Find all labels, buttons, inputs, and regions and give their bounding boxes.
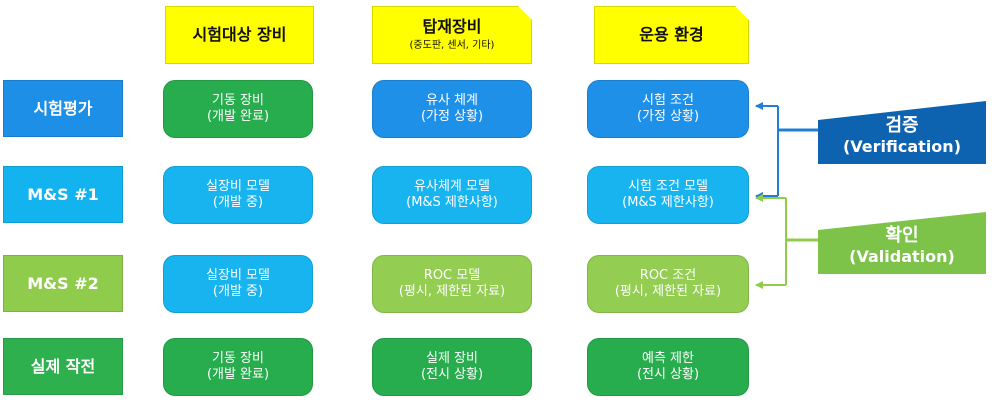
cell-real-ops-env: 예측 제한 (전시 상황) (587, 338, 749, 396)
header-onboard-equipment-sub: (중도판, 센서, 기타) (409, 40, 495, 52)
header-operating-env-title: 운용 환경 (639, 25, 704, 44)
row-label-real-ops-text: 실제 작전 (30, 356, 96, 376)
verification-connector (755, 102, 818, 200)
verification-shape (818, 101, 986, 164)
header-test-equipment-title: 시험대상 장비 (192, 25, 287, 44)
row-label-real-ops: 실제 작전 (3, 338, 123, 395)
cell-ms2-env: ROC 조건 (평시, 제한된 자료) (587, 255, 749, 313)
cell-text-line2: (가정 상황) (420, 109, 484, 124)
cell-ms1-env: 시험 조건 모델 (M&S 제한사항) (587, 166, 749, 224)
cell-text-line2: (M&S 제한사항) (406, 195, 498, 210)
cell-text-line1: ROC 조건 (639, 267, 697, 283)
cell-ms2-equipment: 실장비 모델 (개발 중) (163, 255, 313, 313)
verification-title: 검증 (885, 114, 919, 136)
header-onboard-equipment-title: 탑재장비 (422, 17, 482, 37)
cell-text-line2: (평시, 제한된 자료) (614, 284, 722, 299)
validation-connector (755, 194, 818, 289)
cell-test-eval-env: 시험 조건 (가정 상황) (587, 80, 749, 138)
cell-test-eval-equipment: 기동 장비 (개발 완료) (163, 80, 313, 138)
header-test-equipment: 시험대상 장비 (165, 6, 314, 64)
cell-ms1-equipment: 실장비 모델 (개발 중) (163, 166, 313, 224)
row-label-ms2-text: M&S #2 (27, 273, 99, 293)
cell-text-line1: 유사 체계 (426, 92, 478, 108)
cell-text-line1: 시험 조건 (642, 92, 694, 108)
cell-text-line1: 유사체계 모델 (414, 178, 490, 194)
cell-text-line2: (개발 완료) (206, 367, 270, 382)
cell-text-line1: 기동 장비 (212, 92, 264, 108)
cell-text-line2: (가정 상황) (636, 109, 700, 124)
verification-sub: (Verification) (842, 137, 961, 157)
validation-label: 확인 (Validation) (818, 218, 986, 274)
row-label-ms1: M&S #1 (3, 166, 123, 223)
row-label-ms2: M&S #2 (3, 255, 123, 312)
cell-text-line2: (전시 상황) (420, 367, 484, 382)
cell-real-ops-equipment: 기동 장비 (개발 완료) (163, 338, 313, 396)
cell-text-line2: (전시 상황) (636, 367, 700, 382)
cell-text-line1: ROC 모델 (423, 267, 481, 283)
header-onboard-equipment: 탑재장비 (중도판, 센서, 기타) (372, 6, 532, 64)
cell-text-line2: (M&S 제한사항) (622, 195, 714, 210)
validation-title: 확인 (885, 224, 919, 246)
cell-text-line2: (개발 중) (212, 195, 264, 210)
cell-text-line1: 실장비 모델 (206, 178, 270, 194)
cell-ms1-onboard: 유사체계 모델 (M&S 제한사항) (372, 166, 532, 224)
row-label-test-eval-text: 시험평가 (33, 98, 93, 118)
cell-text-line2: (개발 완료) (206, 109, 270, 124)
cell-text-line1: 실제 장비 (426, 350, 478, 366)
validation-shape (818, 212, 986, 274)
validation-sub: (Validation) (849, 247, 955, 267)
cell-text-line1: 기동 장비 (212, 350, 264, 366)
cell-real-ops-onboard: 실제 장비 (전시 상황) (372, 338, 532, 396)
verification-label: 검증 (Verification) (818, 108, 986, 164)
cell-text-line1: 예측 제한 (642, 350, 694, 366)
cell-text-line2: (개발 중) (212, 284, 264, 299)
row-label-ms1-text: M&S #1 (27, 184, 99, 204)
row-label-test-eval: 시험평가 (3, 80, 123, 137)
cell-text-line1: 시험 조건 모델 (627, 178, 709, 194)
cell-ms2-onboard: ROC 모델 (평시, 제한된 자료) (372, 255, 532, 313)
cell-test-eval-onboard: 유사 체계 (가정 상황) (372, 80, 532, 138)
cell-text-line1: 실장비 모델 (206, 267, 270, 283)
cell-text-line2: (평시, 제한된 자료) (398, 284, 506, 299)
header-operating-env: 운용 환경 (594, 6, 749, 64)
